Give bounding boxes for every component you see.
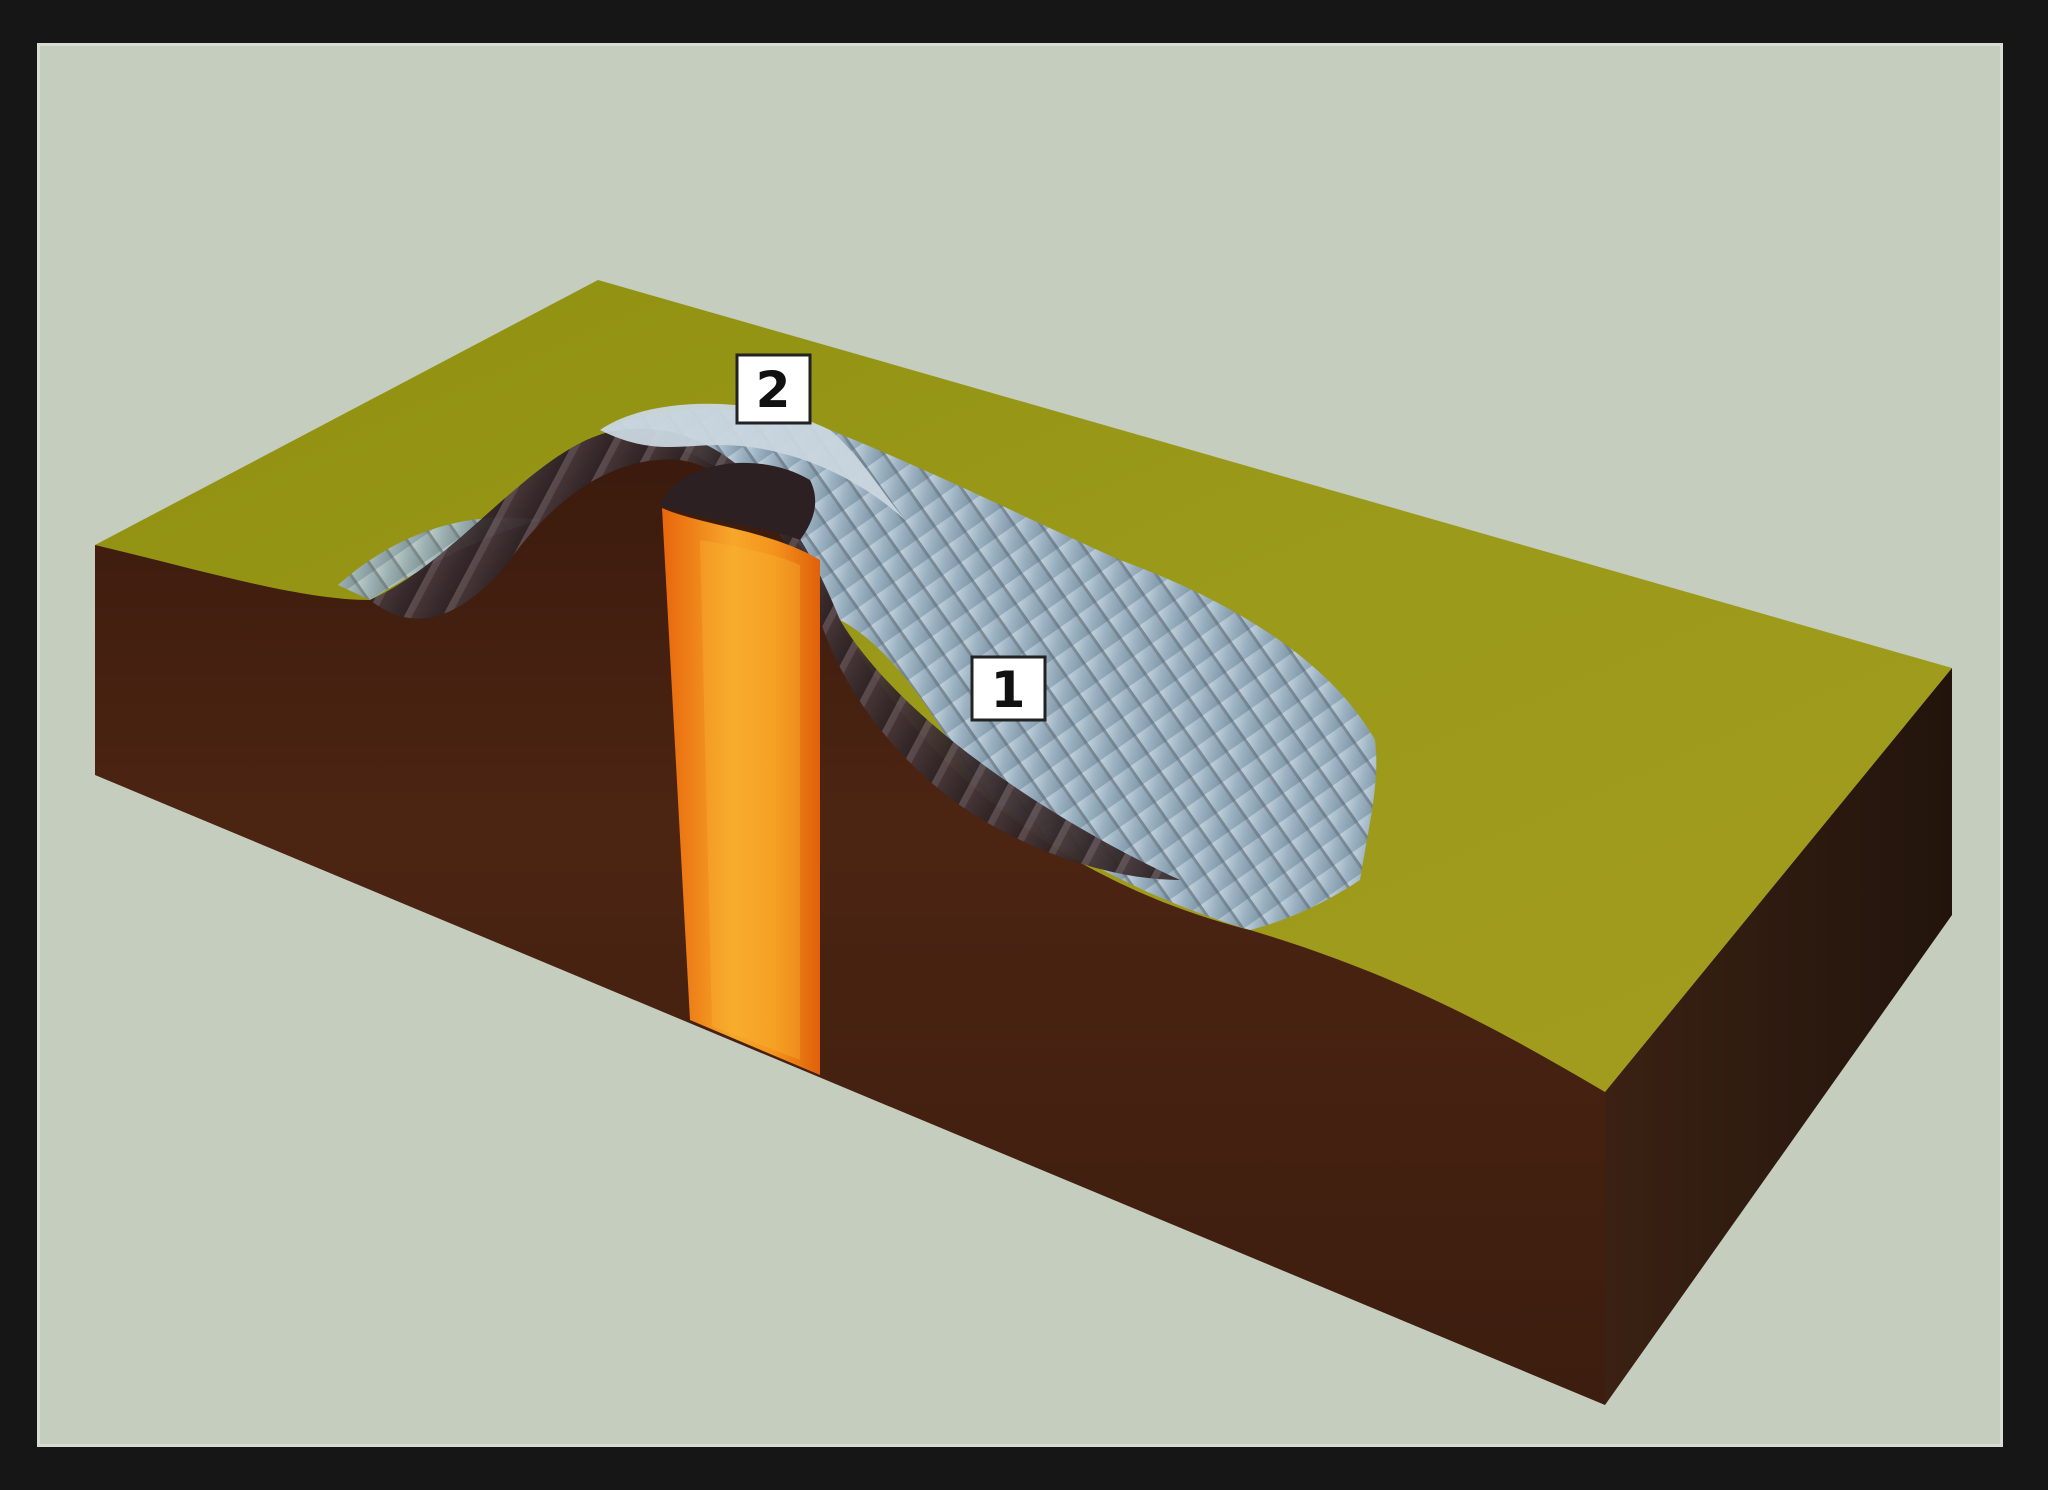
magma-conduit-glow	[700, 540, 800, 1060]
volcano-cone-rock	[370, 428, 1180, 880]
crater-rim	[600, 403, 905, 520]
diagram-label-1: 1	[970, 655, 1047, 722]
block-side-face	[1605, 668, 1952, 1405]
label-1-text: 1	[991, 661, 1026, 719]
crater-interior	[660, 462, 816, 540]
diagram-label-2: 2	[735, 353, 812, 425]
block-cross-section	[95, 428, 1605, 1406]
label-2-text: 2	[756, 361, 791, 419]
magma-conduit	[662, 508, 820, 1075]
